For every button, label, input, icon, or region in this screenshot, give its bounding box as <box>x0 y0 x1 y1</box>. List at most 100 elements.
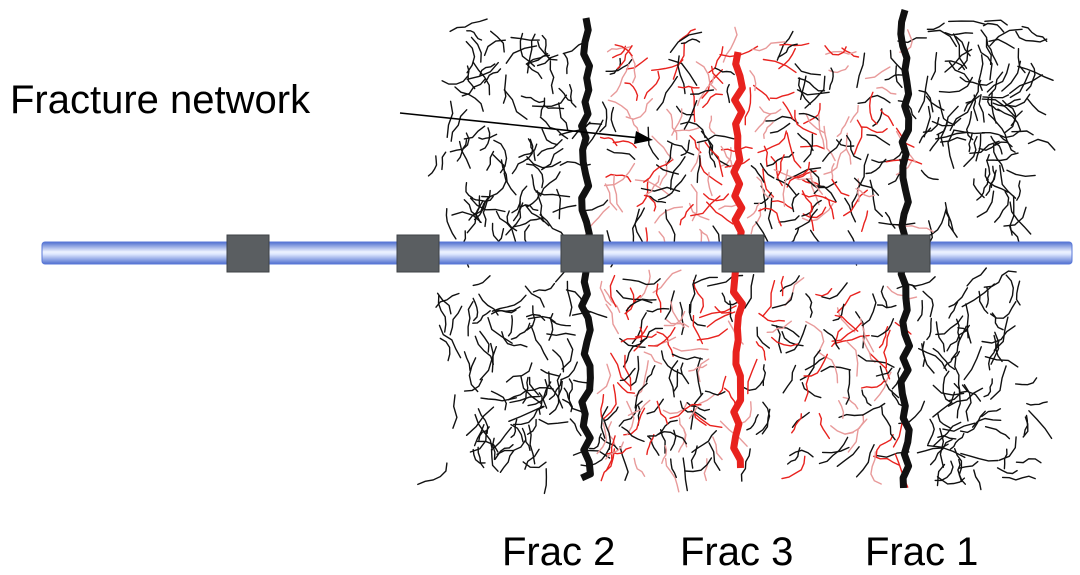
network-crack <box>978 94 985 123</box>
network-crack <box>821 446 850 454</box>
network-crack <box>647 326 676 347</box>
network-crack <box>847 418 868 453</box>
network-crack <box>465 40 476 74</box>
network-crack <box>944 60 966 71</box>
network-crack <box>543 468 548 495</box>
network-crack <box>958 460 979 469</box>
network-crack <box>526 193 541 208</box>
network-crack <box>520 376 542 405</box>
network-crack <box>441 75 469 85</box>
network-crack <box>621 426 645 443</box>
network-crack <box>1021 25 1048 42</box>
network-crack <box>810 175 820 206</box>
network-crack <box>994 141 1013 148</box>
network-crack <box>616 289 653 304</box>
network-crack <box>878 222 916 226</box>
network-crack <box>543 104 565 110</box>
network-crack <box>758 207 782 227</box>
network-crack <box>976 190 995 218</box>
network-crack <box>627 399 651 417</box>
network-crack <box>794 63 822 76</box>
network-crack <box>605 303 619 335</box>
network-crack <box>652 269 682 294</box>
network-crack <box>546 332 576 337</box>
network-crack <box>976 178 989 201</box>
network-crack <box>605 173 632 183</box>
network-crack <box>1015 377 1038 386</box>
network-crack <box>483 68 502 84</box>
network-crack <box>769 91 795 100</box>
network-crack <box>801 193 837 204</box>
network-crack <box>437 295 447 333</box>
network-crack <box>939 136 967 143</box>
network-crack <box>929 133 940 152</box>
network-crack <box>1015 458 1042 464</box>
network-crack <box>469 430 487 453</box>
network-crack <box>986 63 1010 93</box>
network-crack <box>994 190 1010 223</box>
network-crack <box>472 310 491 324</box>
network-crack <box>799 349 821 381</box>
network-crack <box>968 132 973 153</box>
network-crack <box>656 400 669 425</box>
network-crack <box>948 287 969 308</box>
network-crack <box>831 322 862 342</box>
network-crack <box>703 193 730 202</box>
network-crack <box>530 325 549 361</box>
network-crack <box>977 44 993 81</box>
network-crack <box>918 347 948 372</box>
network-crack <box>762 280 776 317</box>
network-crack <box>942 422 976 432</box>
network-crack <box>664 457 680 493</box>
network-crack <box>931 117 962 127</box>
annotation-arrow <box>399 112 653 144</box>
network-crack <box>860 379 886 389</box>
network-crack <box>537 139 563 157</box>
network-crack <box>1026 401 1048 406</box>
network-crack <box>476 440 499 453</box>
network-crack <box>762 121 774 139</box>
network-crack <box>518 143 538 158</box>
network-crack <box>818 436 849 465</box>
network-crack <box>643 70 661 100</box>
network-crack <box>880 109 894 127</box>
network-crack <box>563 53 569 75</box>
network-crack <box>566 280 573 317</box>
network-crack <box>563 387 573 413</box>
network-crack <box>775 178 798 196</box>
network-crack <box>506 210 518 232</box>
network-crack <box>669 31 703 53</box>
network-crack <box>1017 48 1026 74</box>
network-crack <box>818 114 825 149</box>
network-crack <box>461 78 487 97</box>
packer-block <box>721 234 765 273</box>
network-crack <box>616 45 633 70</box>
network-crack <box>690 89 715 95</box>
network-crack <box>463 351 471 371</box>
network-crack <box>864 66 891 80</box>
network-crack <box>532 282 556 293</box>
network-crack <box>858 153 869 188</box>
network-crack <box>750 208 762 235</box>
network-crack <box>696 328 728 341</box>
network-crack <box>943 350 960 369</box>
network-crack <box>870 451 882 485</box>
wellbore-pipe <box>41 241 1073 265</box>
network-crack <box>610 106 617 133</box>
network-crack <box>536 54 559 67</box>
network-crack <box>609 274 617 308</box>
network-crack <box>776 154 785 179</box>
network-crack <box>661 445 668 464</box>
network-crack <box>560 361 578 381</box>
network-crack <box>465 406 495 436</box>
network-crack <box>666 140 695 156</box>
network-crack <box>610 352 632 388</box>
network-crack <box>602 417 612 450</box>
network-crack <box>690 141 701 173</box>
network-crack <box>1027 138 1056 151</box>
network-crack <box>927 418 935 446</box>
network-crack <box>753 84 770 101</box>
network-crack <box>1005 93 1031 108</box>
network-crack <box>678 28 696 42</box>
